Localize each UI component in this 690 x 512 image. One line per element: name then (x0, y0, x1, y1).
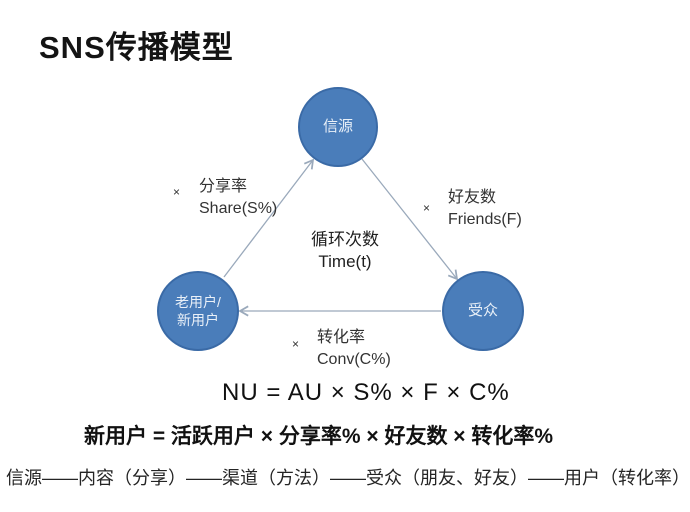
edge-conv-label-cn: 转化率 (317, 329, 366, 346)
edge-share-label-en: Share(S%) (199, 199, 278, 217)
edge-share-label: 分享率 Share(S%) (199, 176, 277, 219)
node-users: 老用户/ 新用户 (157, 271, 239, 351)
formula-symbolic: NU = AU × S% × F × C% (222, 379, 510, 406)
node-audience-label: 受众 (467, 302, 498, 320)
edge-friends-label: 好友数 Friends(F) (448, 187, 522, 230)
node-source-label: 信源 (322, 118, 353, 136)
edge-conv-label: 转化率 Conv(C%) (317, 327, 391, 370)
edge-friends-line (361, 158, 459, 281)
node-users-label-line1: 老用户/ (175, 293, 221, 310)
formula-chinese: 新用户 = 活跃用户 × 分享率% × 好友数 × 转化率% (84, 425, 554, 448)
page-title: SNS传播模型 (39, 30, 234, 65)
multiply-icon-conv: × (292, 337, 300, 351)
node-users-label-line2: 新用户 (177, 312, 219, 328)
edge-friends-label-en: Friends(F) (448, 210, 522, 228)
multiply-icon-share: × (173, 185, 181, 199)
cycle-label-cn: 循环次数 (311, 230, 379, 249)
edge-share-line (223, 158, 315, 278)
cycle-label: 循环次数 Time(t) (293, 229, 397, 273)
propagation-chain-text: 信源——内容（分享）——渠道（方法）——受众（朋友、好友）——用户（转化率） (6, 468, 690, 488)
node-audience: 受众 (442, 271, 524, 351)
cycle-label-en: Time(t) (318, 252, 372, 272)
edge-conv-label-en: Conv(C%) (317, 350, 391, 368)
node-source: 信源 (298, 87, 378, 167)
edge-friends-label-cn: 好友数 (448, 189, 497, 206)
edge-share-label-cn: 分享率 (199, 178, 248, 195)
multiply-icon-friends: × (423, 201, 431, 215)
